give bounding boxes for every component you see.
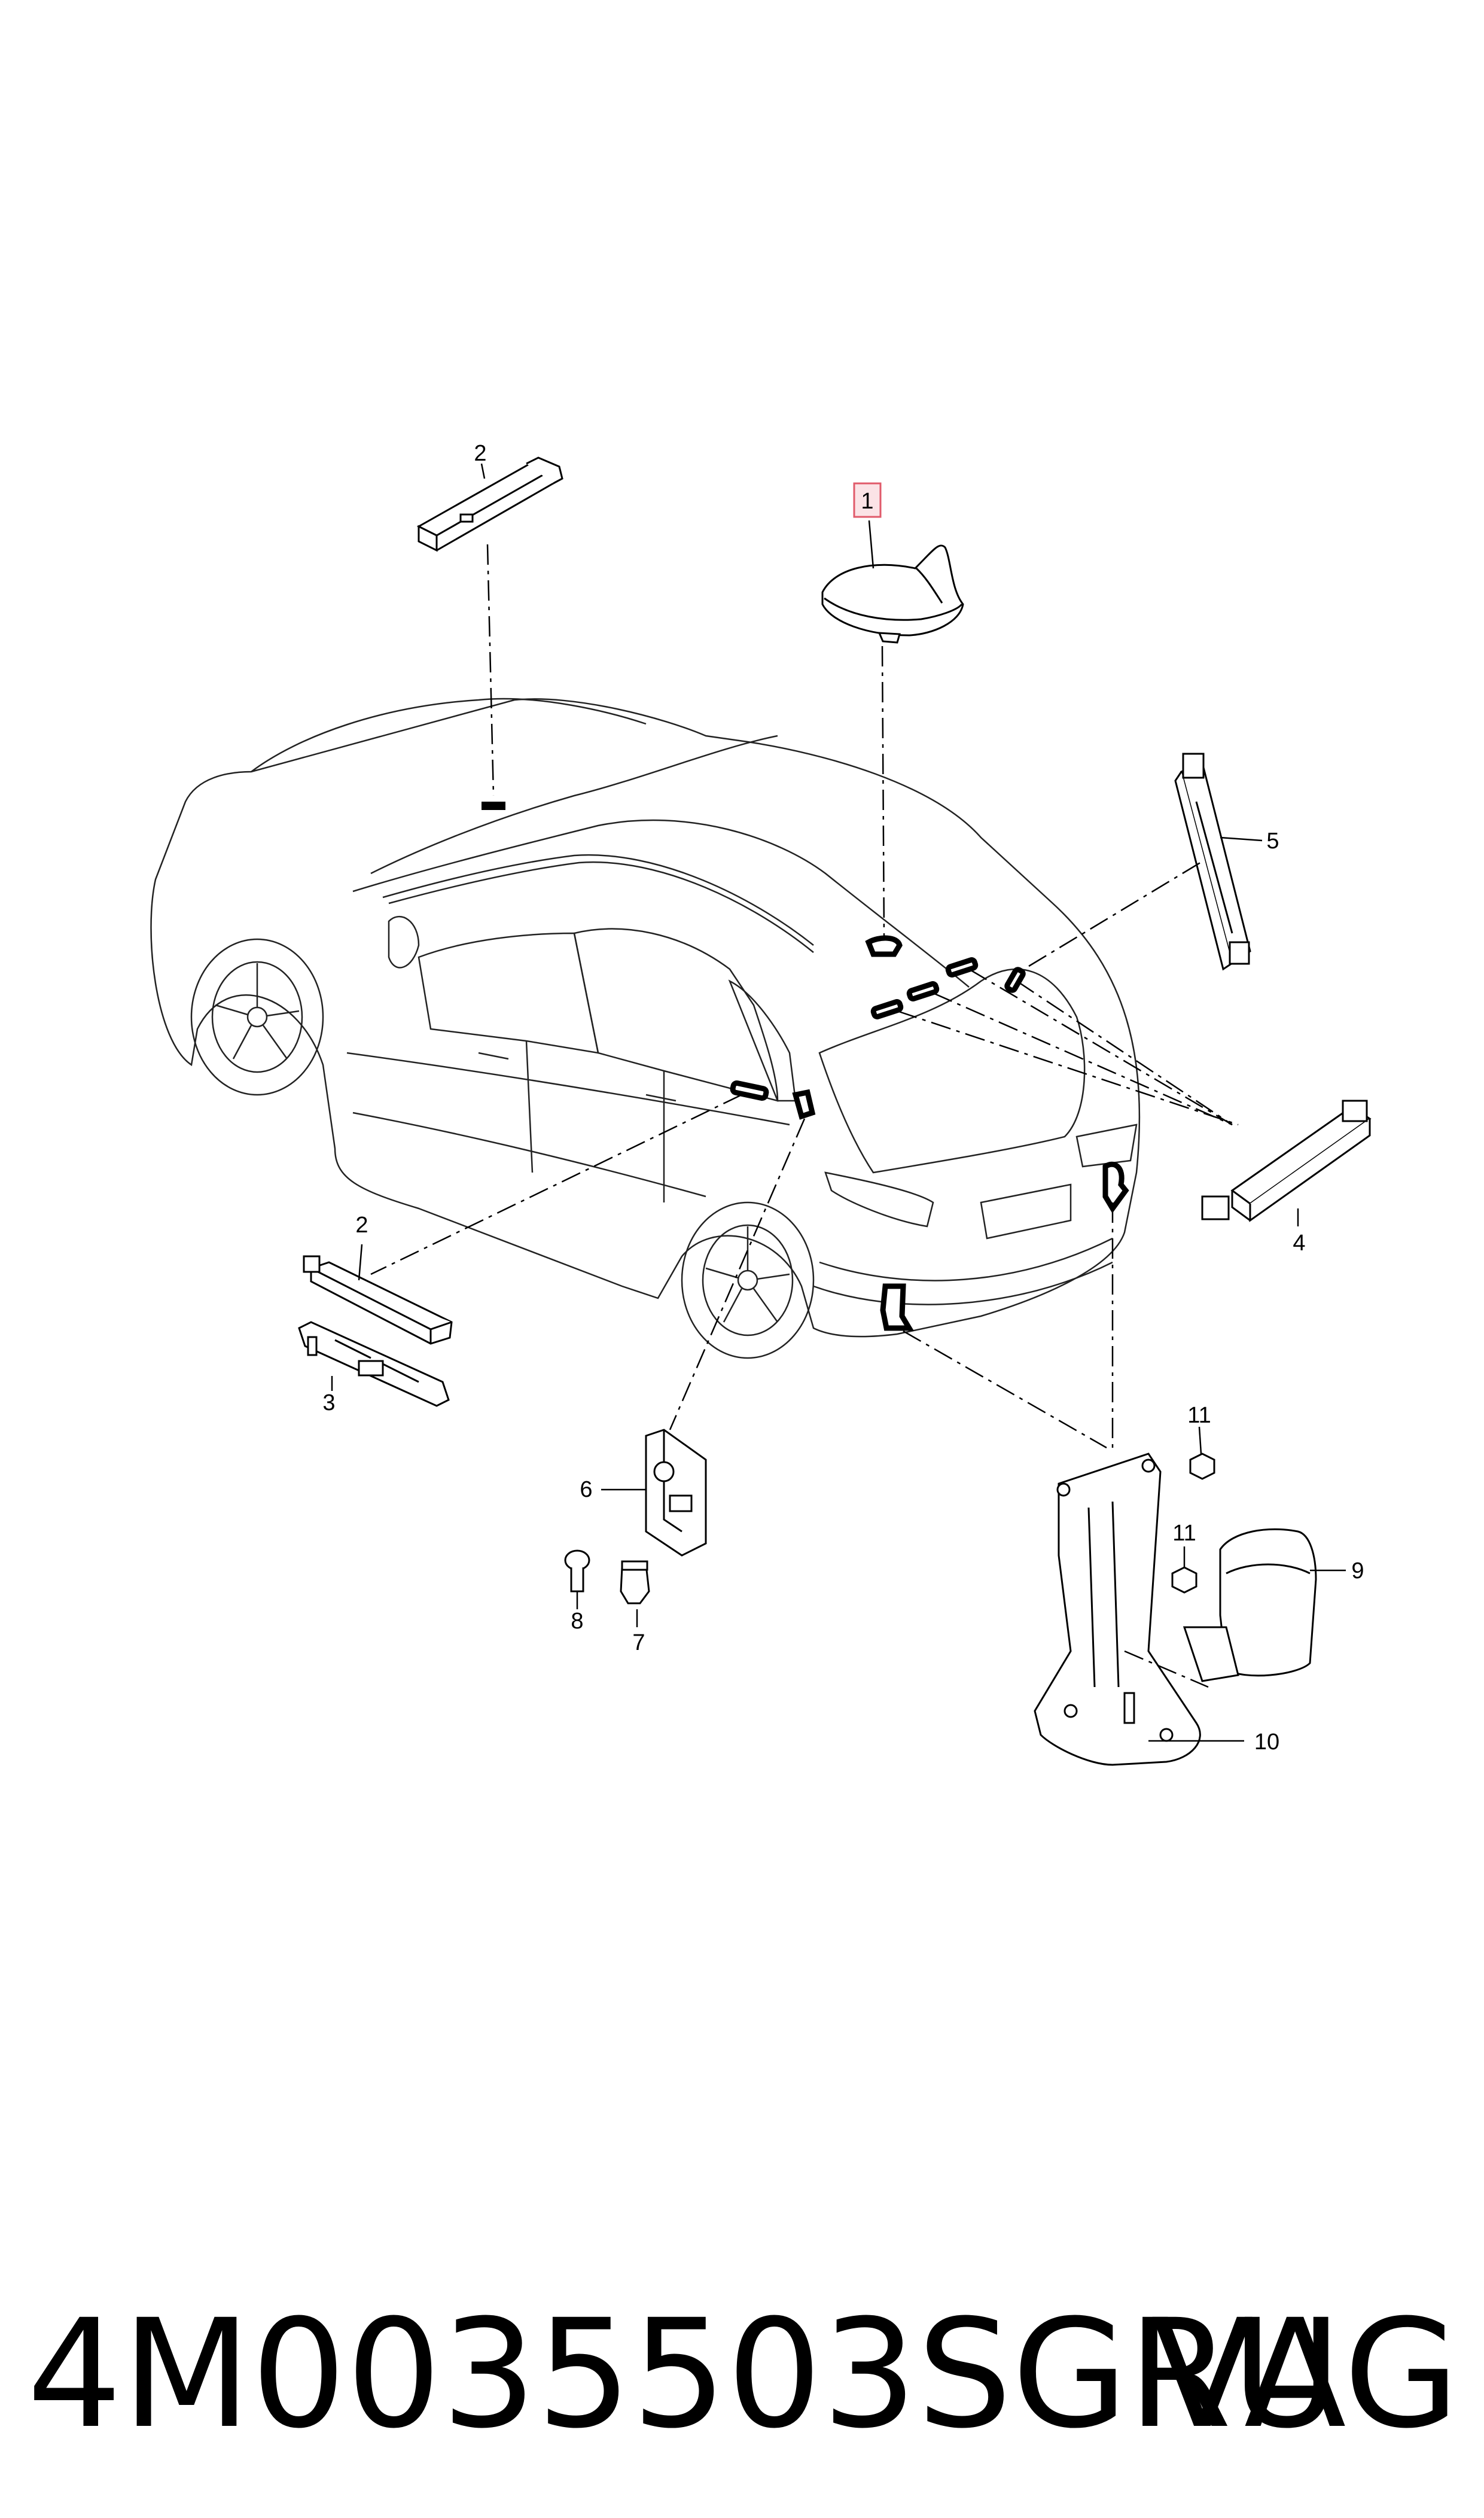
callout-1: 1 [861, 489, 873, 514]
vehicle-outline [150, 698, 1141, 1359]
callout-6: 6 [580, 1477, 592, 1502]
antenna-amplifier-lower [303, 1255, 453, 1345]
callout-8: 8 [571, 1609, 583, 1634]
part-number: 4M0035503SGRU [27, 2287, 1341, 2461]
rear-window-marker [482, 802, 505, 810]
callout-2-lower: 2 [355, 1213, 368, 1238]
callout-7: 7 [632, 1630, 645, 1655]
callout-5: 5 [1266, 829, 1279, 854]
callout-4: 4 [1293, 1231, 1305, 1256]
nut-part-11-lower [1171, 1566, 1197, 1594]
antenna-amplifier-part-5 [1174, 753, 1251, 971]
callout-3: 3 [322, 1390, 335, 1415]
bracket-part-6 [645, 1429, 707, 1557]
control-module-part-9 [1183, 1528, 1317, 1682]
leader-lines [331, 463, 1346, 1742]
roof-antenna-part [821, 544, 964, 644]
callout-2-upper: 2 [474, 441, 486, 466]
antenna-base-marker [865, 935, 903, 957]
nut-part-11-upper [1189, 1453, 1215, 1480]
screw-part-8 [564, 1549, 590, 1593]
brand-name: VAG [1151, 2287, 1459, 2461]
mounting-bracket-part-3 [298, 1321, 450, 1407]
callouts: 1 2 2 3 4 5 6 7 8 9 10 11 11 [322, 441, 1364, 1755]
callout-10: 10 [1254, 1730, 1279, 1755]
callout-9: 9 [1351, 1558, 1364, 1584]
connector-lines [370, 544, 1239, 1688]
antenna-amplifier-part-4 [1201, 1100, 1372, 1222]
antenna-amplifier-upper [416, 456, 563, 552]
mount-markers [482, 802, 1129, 1331]
callout-1-highlight [853, 482, 882, 518]
clip-part-7 [620, 1560, 650, 1604]
callout-11-upper: 11 [1187, 1403, 1211, 1428]
callout-11-lower: 11 [1172, 1521, 1196, 1546]
bracket-part-10 [1034, 1453, 1201, 1766]
footer: 4M0035503SGRU VAG [27, 2287, 1459, 2461]
